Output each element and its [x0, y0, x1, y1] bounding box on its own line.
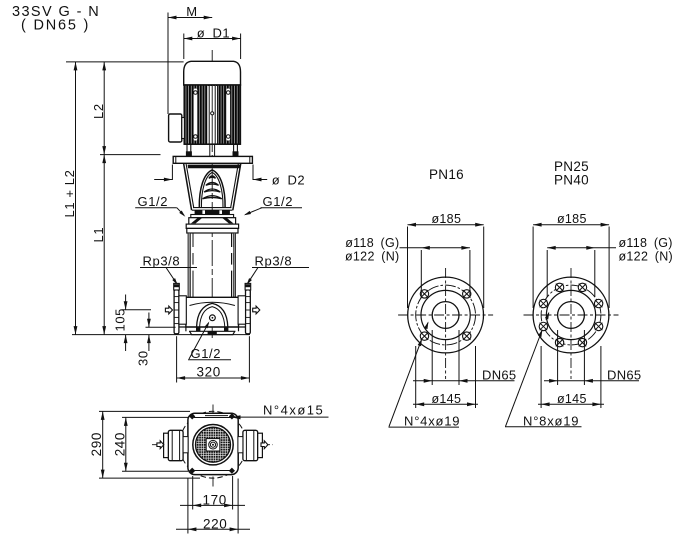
svg-text:L2: L2 [91, 103, 106, 119]
svg-text:30: 30 [136, 350, 151, 366]
svg-text:G1/2: G1/2 [138, 194, 169, 209]
svg-text:Rp3/8: Rp3/8 [143, 254, 181, 269]
svg-text:PN40: PN40 [554, 172, 589, 187]
svg-text:( DN65 ): ( DN65 ) [21, 17, 90, 33]
svg-text:L1 + L2: L1 + L2 [62, 170, 77, 218]
svg-text:105: 105 [112, 308, 127, 332]
svg-text:33SV G - N: 33SV G - N [12, 4, 100, 20]
svg-text:Rp3/8: Rp3/8 [255, 254, 293, 269]
svg-text:ø D2: ø D2 [272, 172, 305, 187]
svg-text:170: 170 [203, 493, 227, 508]
svg-text:PN25: PN25 [554, 159, 589, 174]
svg-text:ø122 (N): ø122 (N) [345, 249, 400, 263]
svg-text:ø145: ø145 [432, 392, 462, 406]
svg-text:DN65: DN65 [482, 367, 516, 382]
svg-text:ø122 (N): ø122 (N) [619, 249, 674, 263]
svg-text:ø118 (G): ø118 (G) [345, 236, 399, 250]
svg-text:L1: L1 [91, 227, 106, 243]
svg-text:ø D1: ø D1 [197, 25, 230, 40]
svg-text:G1/2: G1/2 [263, 194, 294, 209]
svg-text:240: 240 [112, 432, 127, 456]
svg-text:ø185: ø185 [432, 212, 462, 226]
svg-text:N°8xø19: N°8xø19 [523, 413, 579, 428]
svg-text:N°4xø15: N°4xø15 [263, 403, 324, 418]
svg-text:ø185: ø185 [557, 212, 587, 226]
svg-text:220: 220 [203, 517, 227, 532]
svg-text:ø145: ø145 [557, 392, 587, 406]
svg-text:G1/2: G1/2 [191, 346, 222, 361]
svg-text:320: 320 [197, 365, 221, 380]
svg-text:290: 290 [89, 432, 104, 456]
svg-text:DN65: DN65 [607, 367, 641, 382]
svg-text:N°4xø19: N°4xø19 [404, 413, 460, 428]
svg-text:M: M [186, 4, 197, 19]
svg-text:PN16: PN16 [429, 167, 464, 182]
svg-text:ø118 (G): ø118 (G) [619, 236, 673, 250]
